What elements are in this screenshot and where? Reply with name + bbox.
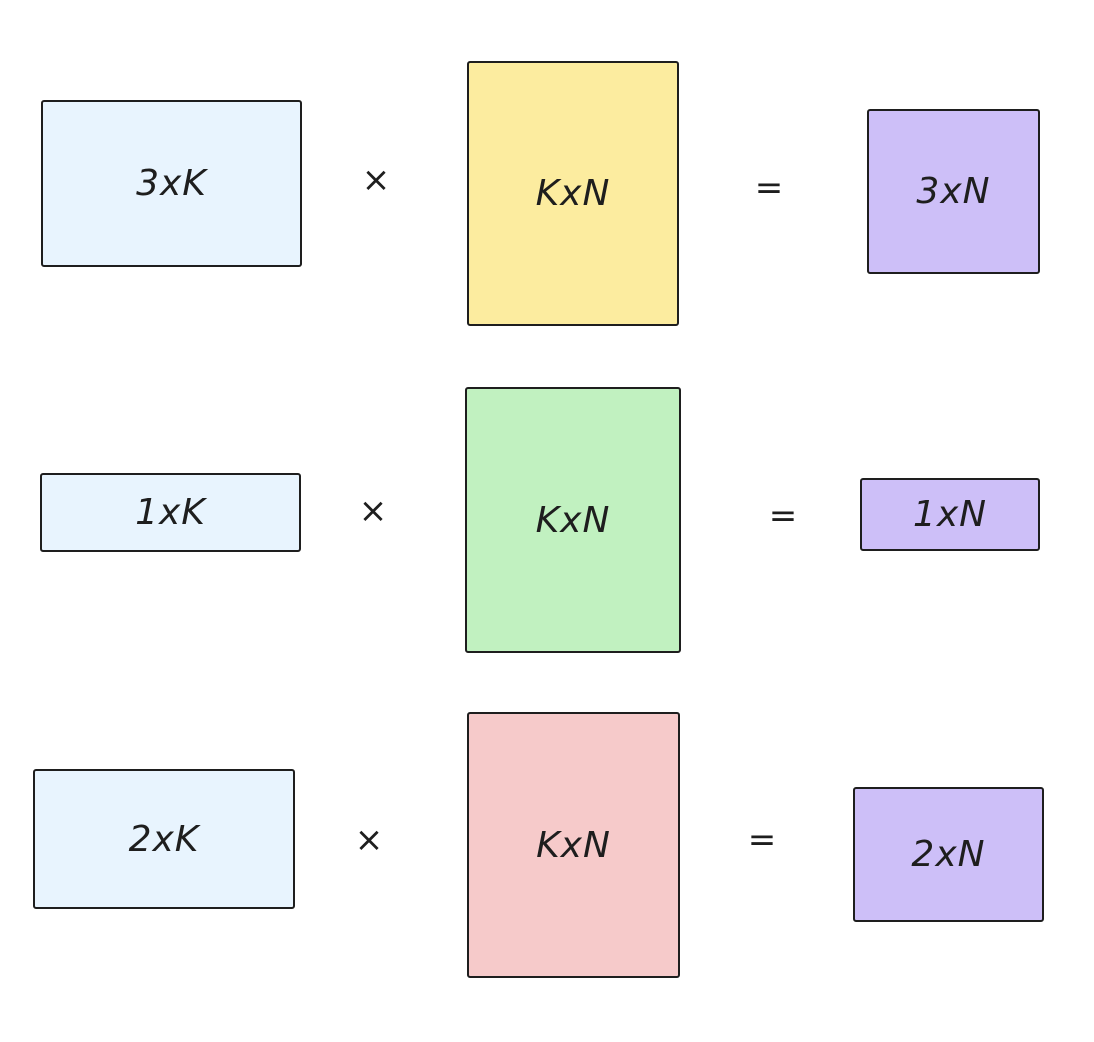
row1-equals-operator: = <box>754 168 784 208</box>
row3-result-matrix: 2xN <box>853 787 1044 922</box>
row1-result-label: 3xN <box>916 171 991 212</box>
row3-times-operator: × <box>354 820 384 860</box>
row2-kxn-matrix: KxN <box>465 387 681 653</box>
row1-kxn-matrix: KxN <box>467 61 679 326</box>
row3-result-label: 2xN <box>911 834 986 875</box>
row3-kxn-label: KxN <box>536 824 611 866</box>
row2-times-operator: × <box>358 491 388 531</box>
row2-equals-operator: = <box>768 496 798 536</box>
row1-lhs-label: 3xK <box>136 163 207 204</box>
row3-kxn-matrix: KxN <box>467 712 680 978</box>
row3-lhs-label: 2xK <box>128 818 200 860</box>
row3-lhs-matrix: 2xK <box>33 769 295 909</box>
row1-result-matrix: 3xN <box>867 109 1040 274</box>
row2-kxn-label: KxN <box>535 499 611 541</box>
row1-kxn-label: KxN <box>535 173 611 214</box>
row2-result-label: 1xN <box>912 494 988 535</box>
row2-result-matrix: 1xN <box>860 478 1040 551</box>
row2-lhs-label: 1xK <box>135 492 206 533</box>
row3-equals-operator: = <box>747 820 777 860</box>
row1-lhs-matrix: 3xK <box>41 100 302 267</box>
row1-times-operator: × <box>361 160 391 200</box>
row2-lhs-matrix: 1xK <box>40 473 301 552</box>
